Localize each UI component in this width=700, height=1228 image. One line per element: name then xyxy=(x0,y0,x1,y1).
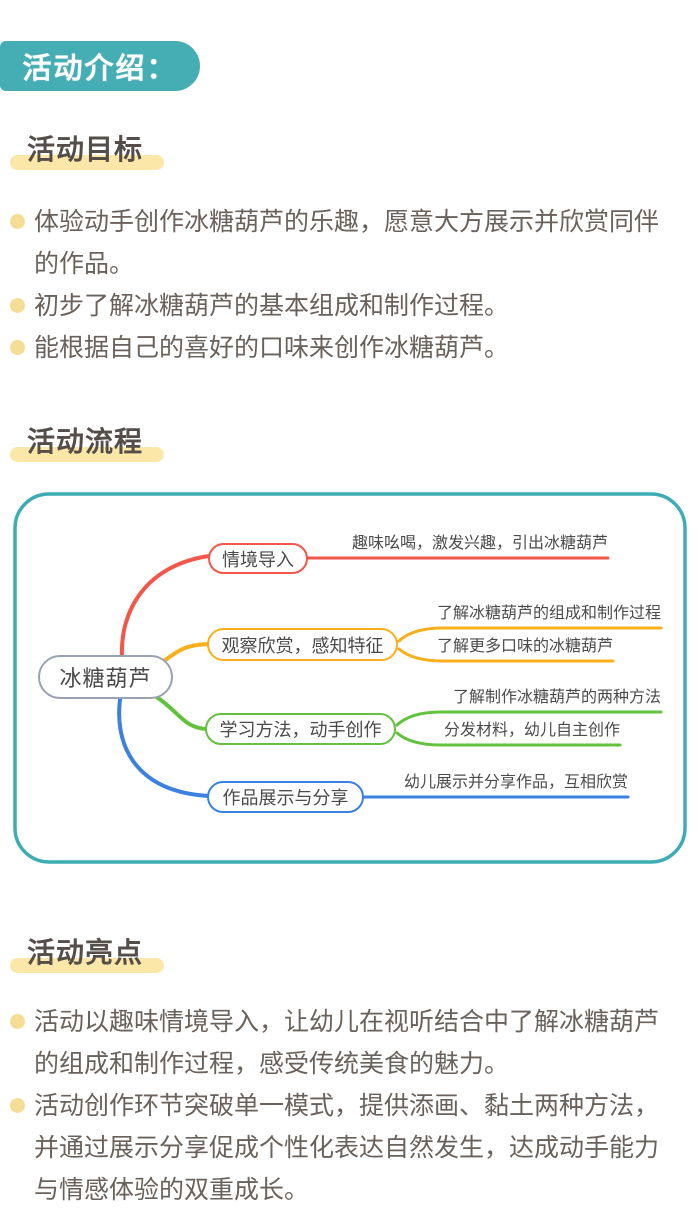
branch-curve-blue xyxy=(117,691,211,798)
branch-curve-green xyxy=(153,694,209,731)
branch-curve-red xyxy=(119,554,211,670)
list-item: 初步了解冰糖葫芦的基本组成和制作过程。 xyxy=(10,285,676,327)
mindmap-leaf: 分发材料，幼儿自主创作 xyxy=(443,722,620,739)
bullet-dot-icon xyxy=(10,1098,25,1113)
mindmap-node-observe: 观察欣赏，感知特征 xyxy=(207,628,398,661)
section-title-highlights-text: 活动亮点 xyxy=(27,937,144,968)
mindmap-node-label: 学习方法，动手创作 xyxy=(219,720,382,740)
goal-text: 初步了解冰糖葫芦的基本组成和制作过程。 xyxy=(34,292,510,320)
mindmap-root-node: 冰糖葫芦 xyxy=(38,655,173,699)
header-badge: 活动介绍： xyxy=(0,41,200,91)
goal-text: 能根据自己的喜好的口味来创作冰糖葫芦。 xyxy=(34,334,510,362)
section-title-goals-text: 活动目标 xyxy=(27,134,144,165)
goals-bullet-list: 体验动手创作冰糖葫芦的乐趣，愿意大方展示并欣赏同伴的作品。 初步了解冰糖葫芦的基… xyxy=(10,201,676,369)
section-title-goals: 活动目标 xyxy=(10,133,165,170)
mindmap-node-label: 情境导入 xyxy=(222,549,294,570)
list-item: 活动以趣味情境导入，让幼儿在视听结合中了解冰糖葫芦的组成和制作过程，感受传统美食… xyxy=(10,1001,676,1085)
goal-text: 体验动手创作冰糖葫芦的乐趣，愿意大方展示并欣赏同伴的作品。 xyxy=(34,208,660,278)
mindmap-border xyxy=(13,492,687,864)
mindmap-node-label: 作品展示与分享 xyxy=(222,788,349,808)
highlights-bullet-list: 活动以趣味情境导入，让幼儿在视听结合中了解冰糖葫芦的组成和制作过程，感受传统美食… xyxy=(10,1001,676,1211)
mindmap-root-label: 冰糖葫芦 xyxy=(59,666,152,691)
mindmap-node-label: 观察欣赏，感知特征 xyxy=(221,635,384,656)
mindmap-leaf: 了解更多口味的冰糖葫芦 xyxy=(436,638,613,655)
leaf-line-orange-2 xyxy=(397,647,615,663)
list-item: 活动创作环节突破单一模式，提供添画、黏土两种方法，并通过展示分享促成个性化表达自… xyxy=(10,1085,676,1211)
bullet-dot-icon xyxy=(10,340,25,355)
leaf-line-orange-1 xyxy=(397,626,663,643)
section-title-process: 活动流程 xyxy=(10,425,165,462)
mindmap-leaf: 趣味吆喝，激发兴趣，引出冰糖葫芦 xyxy=(351,535,608,552)
mindmap-node-learn: 学习方法，动手创作 xyxy=(205,713,396,745)
bullet-dot-icon xyxy=(10,214,25,229)
list-item: 能根据自己的喜好的口味来创作冰糖葫芦。 xyxy=(10,327,676,369)
leaf-line-green-1 xyxy=(395,710,663,727)
mindmap-leaf: 了解冰糖葫芦的组成和制作过程 xyxy=(436,605,661,622)
mindmap-leaf: 了解制作冰糖葫芦的两种方法 xyxy=(452,689,661,706)
section-title-process-text: 活动流程 xyxy=(27,426,144,457)
bullet-dot-icon xyxy=(10,298,25,313)
process-mindmap: 冰糖葫芦 情境导入 趣味吆喝，激发兴趣，引出冰糖葫芦 观察欣赏，感知特征 了解冰… xyxy=(13,492,687,864)
section-title-highlights: 活动亮点 xyxy=(10,936,165,973)
highlight-text: 活动以趣味情境导入，让幼儿在视听结合中了解冰糖葫芦的组成和制作过程，感受传统美食… xyxy=(34,1008,660,1078)
mindmap-node-share: 作品展示与分享 xyxy=(207,781,364,813)
bullet-dot-icon xyxy=(10,1014,25,1029)
highlight-text: 活动创作环节突破单一模式，提供添画、黏土两种方法，并通过展示分享促成个性化表达自… xyxy=(34,1092,660,1204)
leaf-line-green-2 xyxy=(395,731,622,747)
mindmap-node-intro: 情境导入 xyxy=(208,543,308,574)
header-badge-label: 活动介绍： xyxy=(22,53,178,85)
mindmap-canvas xyxy=(13,492,687,864)
mindmap-leaf: 幼儿展示并分享作品，互相欣赏 xyxy=(403,774,628,791)
list-item: 体验动手创作冰糖葫芦的乐趣，愿意大方展示并欣赏同伴的作品。 xyxy=(10,201,676,285)
